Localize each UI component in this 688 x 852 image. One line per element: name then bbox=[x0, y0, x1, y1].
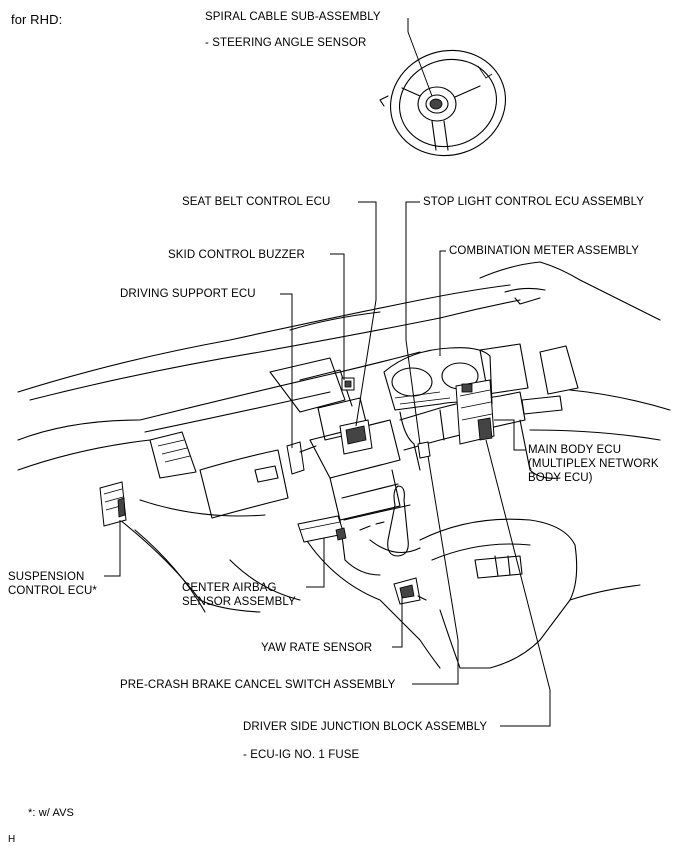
label-center-airbag-2: SENSOR ASSEMBLY bbox=[182, 596, 296, 608]
label-combination-meter: COMBINATION METER ASSEMBLY bbox=[449, 245, 640, 257]
label-steering-angle-sensor: - STEERING ANGLE SENSOR bbox=[205, 37, 367, 49]
label-center-airbag: CENTER AIRBAG bbox=[182, 582, 277, 594]
label-driving-support-ecu: DRIVING SUPPORT ECU bbox=[120, 288, 256, 300]
components bbox=[99, 377, 495, 605]
label-pre-crash-brake-cancel-switch: PRE-CRASH BRAKE CANCEL SWITCH ASSEMBLY bbox=[120, 679, 396, 691]
label-stop-light-control-ecu: STOP LIGHT CONTROL ECU ASSEMBLY bbox=[423, 196, 645, 208]
label-driver-side-junction-block: DRIVER SIDE JUNCTION BLOCK ASSEMBLY bbox=[243, 721, 488, 733]
dashboard-drawing bbox=[17, 261, 671, 669]
label-yaw-rate-sensor: YAW RATE SENSOR bbox=[261, 642, 373, 654]
steering-wheel-drawing bbox=[379, 49, 507, 157]
label-spiral-cable: SPIRAL CABLE SUB-ASSEMBLY bbox=[205, 11, 381, 23]
variant-label: for RHD: bbox=[11, 12, 63, 27]
label-seat-belt-control-ecu: SEAT BELT CONTROL ECU bbox=[182, 196, 331, 208]
label-suspension-control-ecu: SUSPENSION bbox=[8, 571, 85, 583]
label-main-body-ecu: MAIN BODY ECU bbox=[528, 444, 622, 456]
label-main-body-ecu-sub1: (MULTIPLEX NETWORK bbox=[528, 458, 659, 470]
label-ecu-ig-fuse: - ECU-IG NO. 1 FUSE bbox=[243, 749, 360, 761]
label-skid-control-buzzer: SKID CONTROL BUZZER bbox=[168, 249, 305, 261]
corner-mark: H bbox=[8, 834, 16, 845]
label-suspension-control-ecu-2: CONTROL ECU* bbox=[8, 585, 97, 597]
label-main-body-ecu-sub2: BODY ECU) bbox=[528, 472, 593, 484]
footnote: *: w/ AVS bbox=[28, 807, 74, 819]
leader-lines bbox=[104, 18, 551, 727]
